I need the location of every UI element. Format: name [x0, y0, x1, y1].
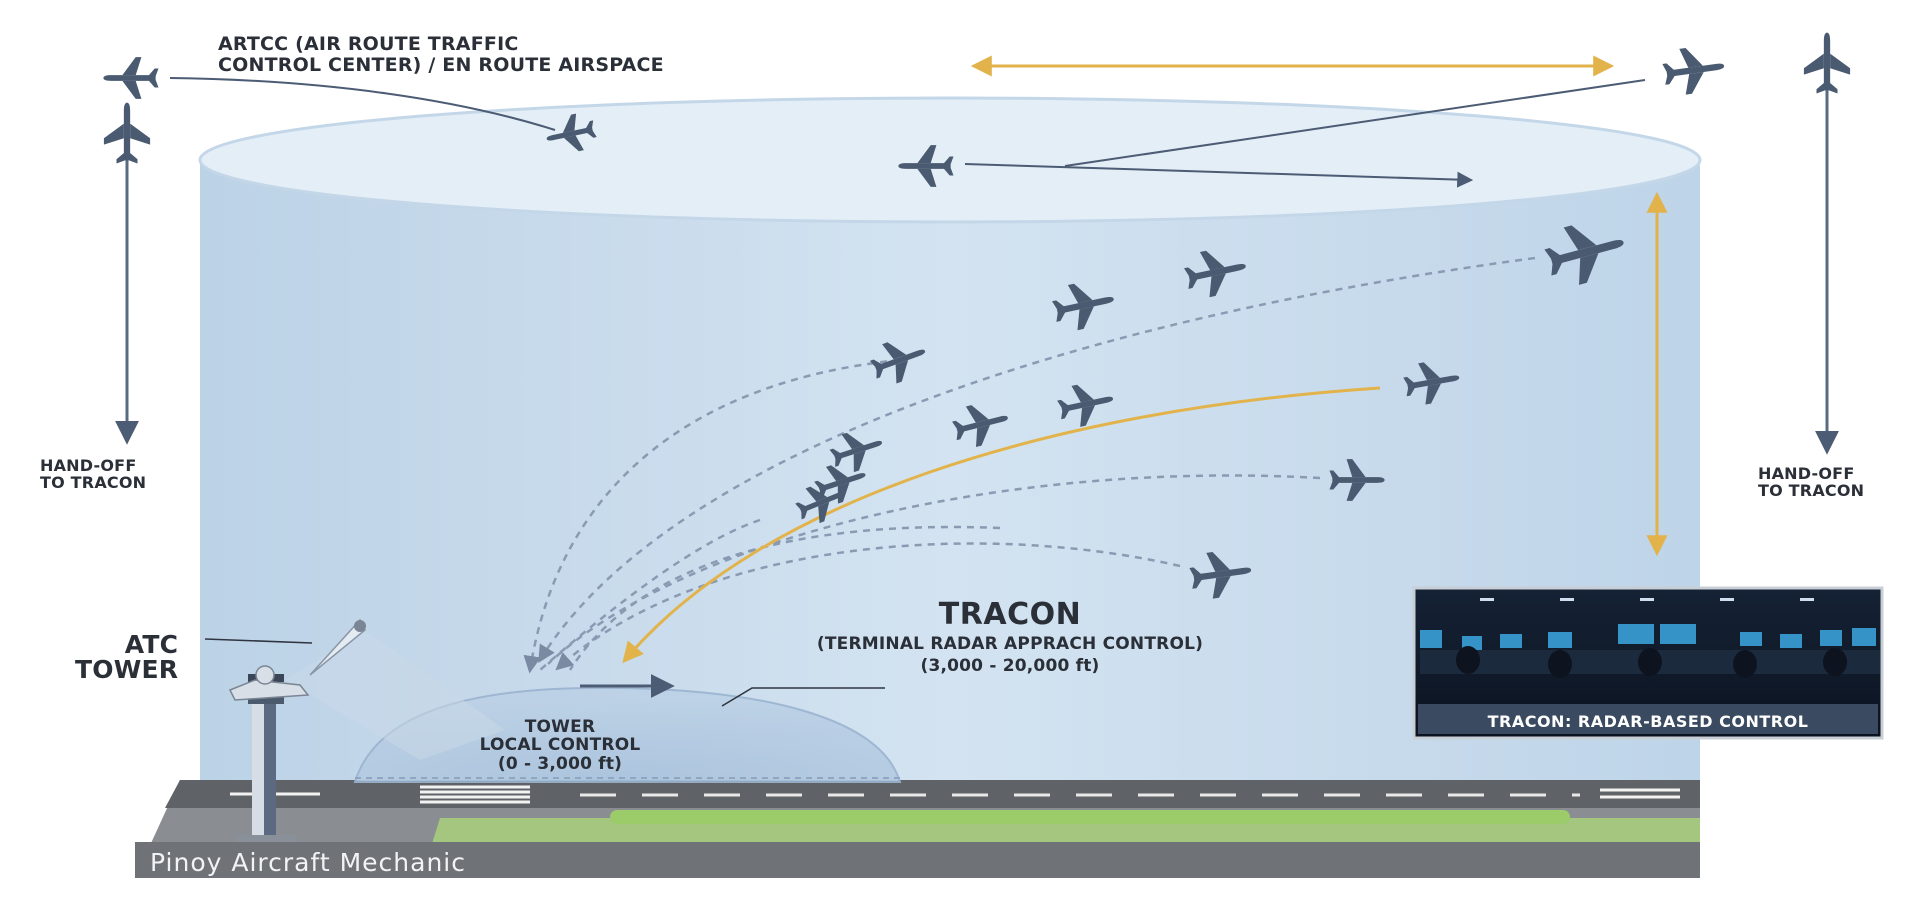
tower-local-control-label: TOWER LOCAL CONTROL (0 - 3,000 ft): [440, 718, 680, 773]
atc-tower-line: TOWER: [75, 655, 179, 684]
airplane-icon: [1660, 43, 1728, 98]
artcc-label-line: ARTCC (AIR ROUTE TRAFFIC: [218, 33, 519, 55]
runway-markings: [230, 785, 1680, 804]
tower-local-control-dome: [353, 686, 902, 783]
atc-tower: [228, 618, 505, 847]
control-tower-icon: [228, 665, 310, 701]
artcc-label-line: CONTROL CENTER) / EN ROUTE AIRSPACE: [218, 54, 664, 77]
tracon-altitude: (3,000 - 20,000 ft): [920, 655, 1100, 676]
handoff-left-line: TO TRACON: [40, 473, 147, 493]
handoff-right-line: TO TRACON: [1758, 481, 1865, 501]
atc-leader-line: [204, 638, 313, 644]
tower-zone-line: (0 - 3,000 ft): [497, 753, 623, 774]
tracon-title: TRACON: [938, 597, 1082, 632]
airplane-icon: [103, 57, 159, 99]
artcc-label: ARTCC (AIR ROUTE TRAFFIC CONTROL CENTER)…: [218, 33, 664, 77]
airplane-icon: [103, 102, 151, 164]
handoff-right-line: HAND-OFF: [1758, 464, 1855, 483]
tower-zone-line: TOWER: [524, 717, 596, 737]
airplane-icon: [1803, 32, 1851, 94]
handoff-right-label: HAND-OFF TO TRACON: [1758, 465, 1864, 500]
tracon-leader-line: [721, 687, 885, 707]
footer-band: [135, 842, 1700, 878]
enroute-lines: [169, 77, 1646, 188]
radar-room-caption: TRACON: RADAR-BASED CONTROL: [1487, 712, 1809, 731]
atc-tower-label: ATC TOWER: [75, 632, 178, 682]
radar-room-photo: [1412, 586, 1884, 740]
tracon-subtitle: (TERMINAL RADAR APPRACH CONTROL): [816, 633, 1204, 654]
tower-zone-line: LOCAL CONTROL: [479, 735, 641, 756]
credit-text: Pinoy Aircraft Mechanic: [150, 848, 466, 877]
handoff-left-line: HAND-OFF: [40, 456, 137, 475]
arrival-handoff-arc: [622, 386, 1381, 664]
atc-tower-line: ATC: [124, 630, 179, 659]
terminal-flight-paths: [523, 256, 1536, 674]
handoff-left-label: HAND-OFF TO TRACON: [40, 457, 146, 492]
tracon-label: TRACON (TERMINAL RADAR APPRACH CONTROL) …: [690, 598, 1330, 676]
